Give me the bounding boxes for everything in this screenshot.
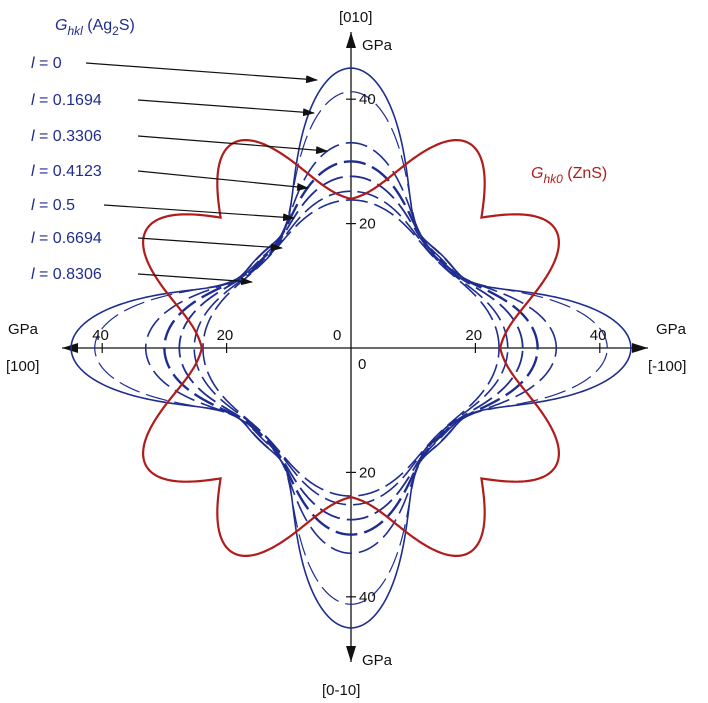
tick-label-h-1: 20 — [217, 327, 234, 344]
direction-label-up: [010] — [339, 9, 372, 26]
axis-arrow-right — [632, 343, 648, 353]
series-curve-4 — [178, 175, 524, 521]
series-label-3: l = 0.4123 — [31, 163, 102, 180]
series-arrow-0 — [85, 62, 318, 84]
series-arrow-1 — [137, 99, 315, 117]
unit-label-left: GPa — [8, 321, 39, 338]
tick-label-h-2: 20 — [465, 327, 482, 344]
tick-label-h-3: 40 — [590, 327, 607, 344]
reference-curve-zns — [142, 139, 560, 557]
series-arrow-6 — [137, 273, 253, 286]
series-label-2: l = 0.3306 — [31, 128, 102, 145]
series-arrow-3 — [137, 170, 309, 191]
series-legend: l = 0 l = 0.1694 l = 0.3306 l = 0.4123 l = 0… — [31, 55, 328, 286]
unit-label-right: GPa — [656, 321, 687, 338]
tick-label-v-2: 20 — [359, 464, 376, 481]
reference-label: Ghk0 (ZnS) — [531, 165, 607, 186]
tick-label-v-1: 20 — [359, 216, 376, 233]
direction-label-left: [100] — [6, 358, 39, 375]
axis-arrow-left — [62, 343, 78, 353]
tick-group: 40 20 20 40 40 20 20 40 — [92, 91, 606, 606]
series-arrow-4 — [103, 204, 295, 222]
series-label-4: l = 0.5 — [31, 197, 75, 214]
axis-arrow-up — [346, 32, 356, 48]
tick-label-v-3: 40 — [359, 589, 376, 606]
series-arrow-5 — [137, 237, 283, 252]
tick-label-h-0: 40 — [92, 327, 109, 344]
unit-label-down: GPa — [362, 652, 393, 669]
direction-label-right: [-100] — [648, 358, 686, 375]
series-curve-5 — [193, 190, 509, 506]
origin-label-horizontal: 0 — [333, 327, 341, 344]
series-label-6: l = 0.8306 — [31, 266, 102, 283]
unit-label-up: GPa — [362, 37, 393, 54]
series-family-title: Ghkl (Ag2S) — [55, 17, 135, 38]
series-group — [70, 67, 632, 629]
series-label-1: l = 0.1694 — [31, 92, 102, 109]
series-curve-3 — [163, 160, 539, 536]
axis-arrow-down — [346, 646, 356, 662]
series-curve-2 — [144, 141, 558, 555]
origin-label-vertical: 0 — [358, 356, 366, 373]
series-label-0: l = 0 — [31, 55, 62, 72]
series-arrow-2 — [137, 135, 328, 155]
direction-label-down: [0-10] — [322, 682, 360, 699]
tick-label-v-0: 40 — [359, 91, 376, 108]
series-label-5: l = 0.6694 — [31, 230, 102, 247]
